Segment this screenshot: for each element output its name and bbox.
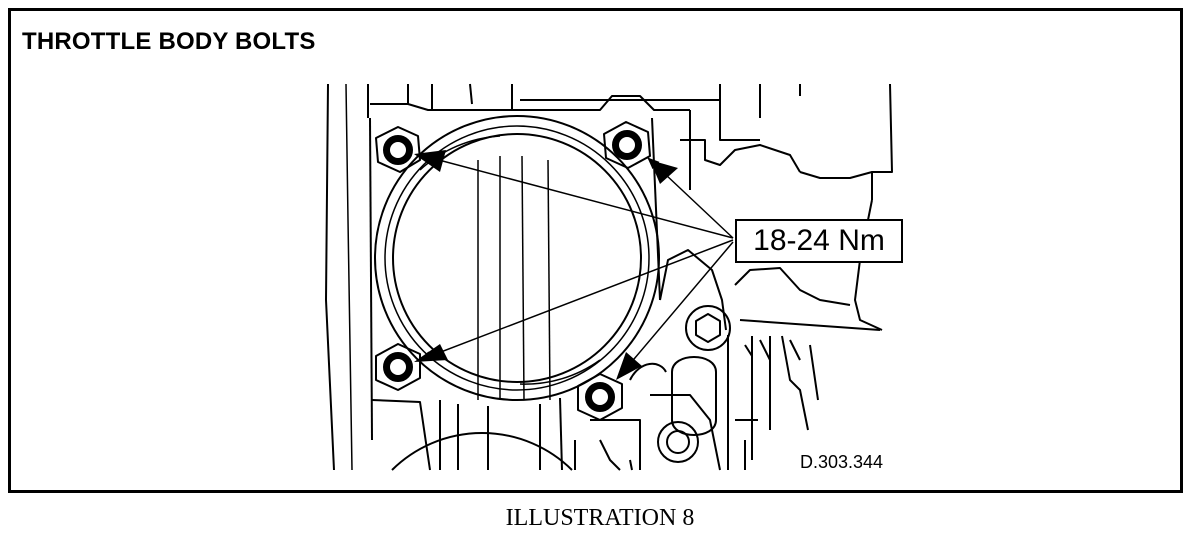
arrow-to-top-left-bolt [419, 152, 734, 239]
arrowhead-bottom-left [414, 344, 448, 362]
arrowhead-top-left [414, 150, 446, 172]
actuator-lobe [629, 356, 717, 463]
arrowhead-top-right [650, 160, 678, 184]
housing-left-edge [325, 83, 369, 471]
arrow-to-bottom-right-bolt [617, 241, 734, 379]
arrowhead-shapes [414, 150, 678, 380]
throttle-shaft [477, 155, 551, 401]
bolt-top-right [603, 121, 651, 169]
bolt-bottom-left [375, 343, 421, 391]
housing-right-detail [680, 83, 893, 470]
housing-top-contour [370, 83, 761, 190]
reference-code: D.303.344 [800, 452, 884, 472]
mounting-plate [369, 117, 727, 471]
diagram-title: THROTTLE BODY BOLTS [22, 28, 316, 55]
illustration-frame [8, 8, 1183, 493]
torque-leader-arrows [419, 152, 734, 379]
lower-mechanism [391, 394, 721, 471]
bolt-bottom-right [577, 373, 623, 421]
throttle-body-flange [374, 115, 660, 401]
bolt-top-left [375, 126, 421, 173]
arrowhead-bottom-right [616, 352, 642, 380]
hex-screw [685, 305, 731, 351]
torque-spec-text: 18-24 Nm [753, 224, 885, 257]
torque-spec-label: 18-24 Nm [735, 219, 903, 263]
arrow-to-bottom-left-bolt [419, 239, 734, 361]
illustration-caption: ILLUSTRATION 8 [505, 505, 695, 531]
